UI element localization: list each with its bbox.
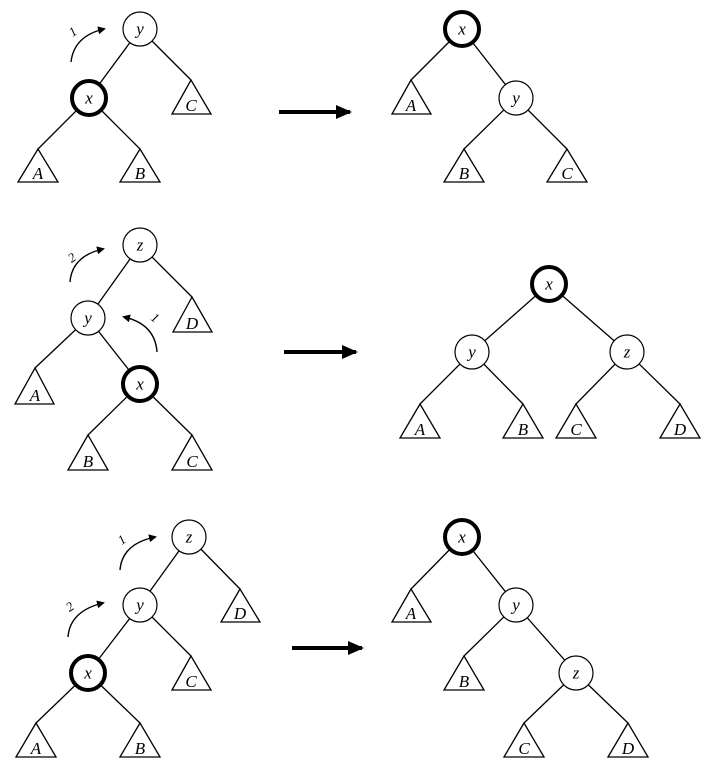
- svg-text:x: x: [544, 275, 553, 294]
- svg-text:A: A: [32, 164, 44, 183]
- svg-text:C: C: [518, 739, 530, 758]
- svg-text:y: y: [510, 89, 520, 108]
- rotation-arrow-2: 2: [63, 598, 105, 638]
- svg-text:y: y: [466, 343, 476, 362]
- subtree-C: C: [170, 78, 213, 115]
- zigzag-before-tree: z y x D A B C 2 1: [13, 227, 214, 471]
- svg-text:B: B: [518, 420, 529, 439]
- svg-text:y: y: [134, 20, 144, 39]
- svg-text:1: 1: [115, 532, 129, 548]
- node-y: y: [70, 300, 106, 336]
- subtree-C: C: [554, 402, 598, 439]
- svg-text:C: C: [570, 420, 582, 439]
- subtree-D: D: [219, 587, 262, 623]
- node-z: z: [558, 655, 594, 691]
- svg-text:z: z: [136, 236, 144, 255]
- svg-text:C: C: [186, 452, 198, 471]
- svg-text:z: z: [623, 343, 631, 362]
- svg-text:A: A: [30, 739, 42, 758]
- svg-text:x: x: [135, 375, 144, 394]
- subtree-C: C: [545, 147, 589, 183]
- svg-text:x: x: [457, 528, 466, 547]
- svg-text:A: A: [29, 386, 41, 405]
- node-x-highlighted: x: [530, 265, 568, 303]
- svg-text:A: A: [405, 96, 417, 115]
- subtree-C: C: [502, 721, 546, 758]
- rotation-arrow-2: 2: [65, 246, 105, 283]
- zig-after-tree: x y A B C: [390, 10, 589, 183]
- rotation-arrow-1: 1: [115, 532, 157, 571]
- node-z: z: [122, 227, 158, 263]
- svg-text:z: z: [185, 528, 193, 547]
- node-y: y: [498, 80, 534, 116]
- svg-text:B: B: [459, 164, 470, 183]
- svg-text:B: B: [459, 672, 470, 691]
- subtree-B: B: [442, 654, 486, 691]
- zigzag-after-tree: x y z A B C D: [398, 265, 702, 439]
- svg-text:1: 1: [148, 310, 162, 326]
- svg-text:C: C: [185, 672, 197, 691]
- node-y: y: [454, 334, 490, 370]
- svg-text:x: x: [83, 664, 92, 683]
- svg-text:A: A: [405, 604, 417, 623]
- svg-text:C: C: [185, 96, 197, 115]
- zigzig-after-tree: x y z A B C D: [390, 518, 650, 758]
- subtree-A: A: [390, 78, 433, 115]
- svg-text:B: B: [135, 164, 146, 183]
- node-y: y: [498, 587, 534, 623]
- subtree-D: D: [171, 295, 214, 333]
- svg-text:y: y: [510, 596, 520, 615]
- subtree-C: C: [170, 654, 213, 691]
- node-y: y: [122, 587, 158, 623]
- subtree-C: C: [170, 433, 214, 471]
- node-x-highlighted: x: [443, 10, 481, 48]
- subtree-B: B: [66, 433, 110, 471]
- subtree-B: B: [442, 147, 486, 183]
- subtree-D: D: [606, 721, 650, 758]
- svg-text:D: D: [233, 604, 247, 623]
- subtree-A: A: [398, 402, 442, 439]
- rotation-arrow-1: 1: [122, 310, 162, 353]
- zigzig-before-tree: z y x D C A B 1 2: [14, 519, 262, 758]
- svg-text:C: C: [561, 164, 573, 183]
- subtree-B: B: [118, 721, 162, 758]
- svg-text:x: x: [84, 89, 93, 108]
- svg-text:x: x: [457, 20, 466, 39]
- node-x-highlighted: x: [443, 518, 481, 556]
- subtree-A: A: [16, 147, 60, 183]
- svg-text:B: B: [83, 452, 94, 471]
- node-x-highlighted: x: [70, 79, 108, 117]
- svg-text:A: A: [414, 420, 426, 439]
- svg-text:1: 1: [66, 24, 80, 40]
- svg-text:D: D: [621, 739, 635, 758]
- node-x-highlighted: x: [121, 365, 159, 403]
- node-x-highlighted: x: [69, 654, 107, 692]
- subtree-B: B: [501, 402, 545, 439]
- zig-before-tree: y x A B C 1: [16, 11, 213, 183]
- subtree-A: A: [14, 721, 58, 758]
- svg-text:y: y: [82, 309, 92, 328]
- rotation-arrow-1: 1: [66, 24, 106, 63]
- svg-text:z: z: [572, 664, 580, 683]
- subtree-A: A: [390, 587, 433, 623]
- node-y: y: [122, 11, 158, 47]
- node-z: z: [609, 334, 645, 370]
- svg-text:B: B: [135, 739, 146, 758]
- subtree-B: B: [118, 147, 162, 183]
- svg-text:D: D: [185, 314, 199, 333]
- subtree-D: D: [658, 402, 702, 439]
- svg-text:2: 2: [63, 598, 77, 614]
- svg-text:D: D: [673, 420, 687, 439]
- node-z: z: [171, 519, 207, 555]
- svg-text:y: y: [134, 596, 144, 615]
- subtree-A: A: [13, 366, 56, 405]
